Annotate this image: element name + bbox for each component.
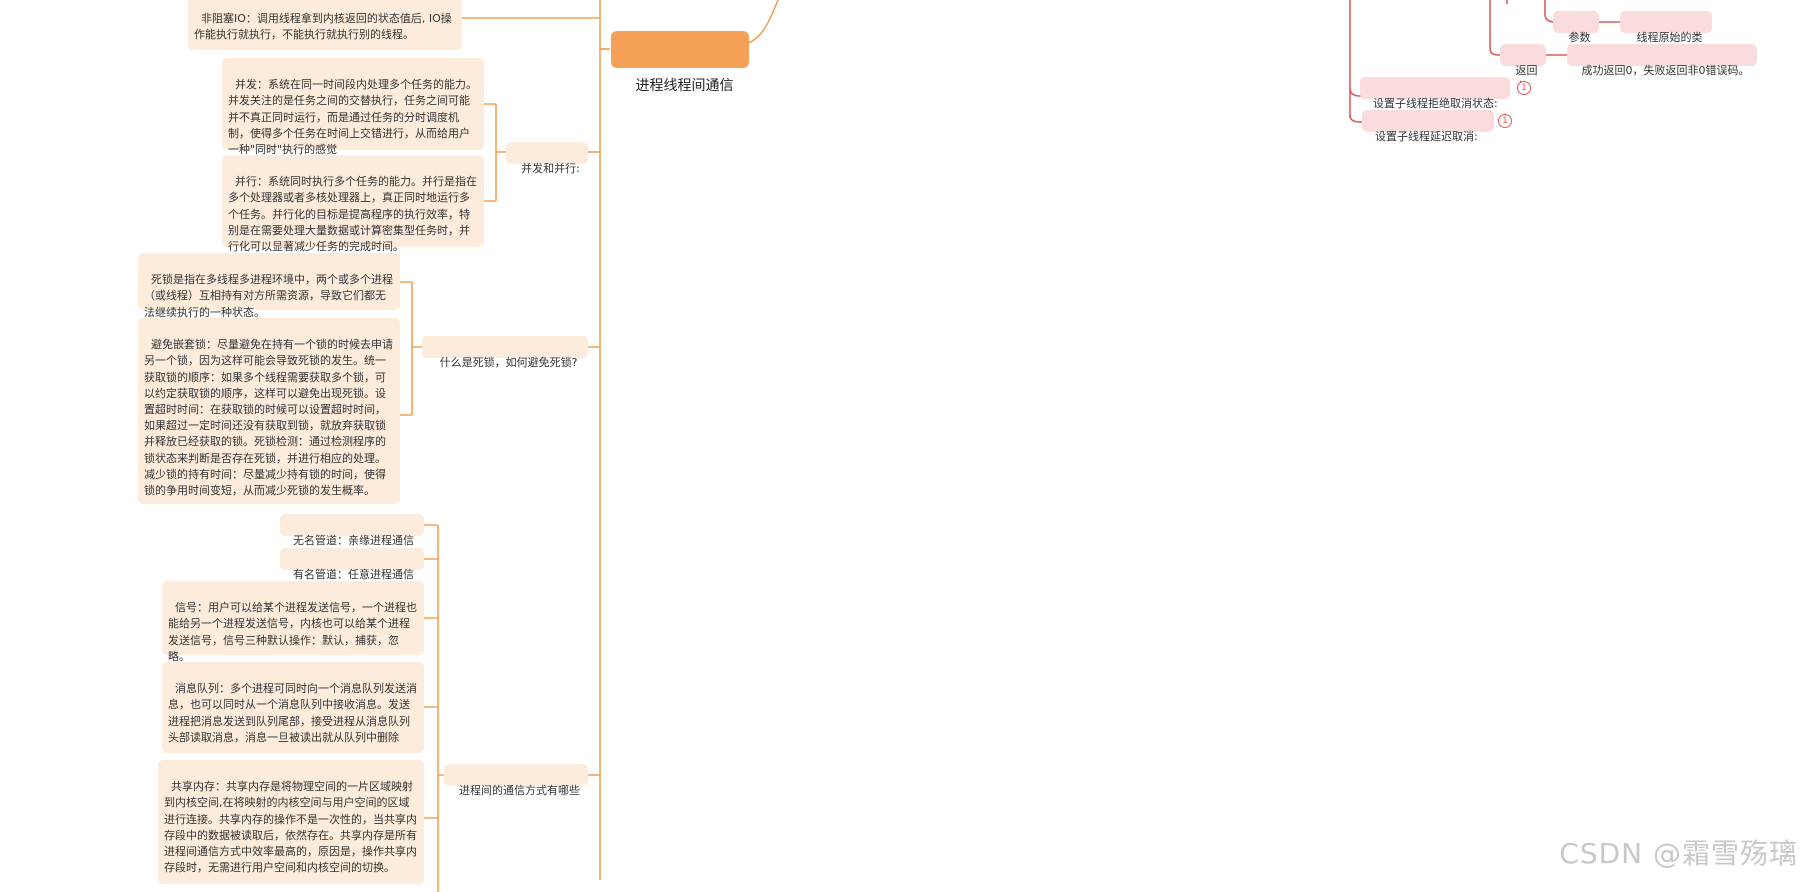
signal-text: 信号：用户可以给某个进程发送信号，一个进程也能给另一个进程发送信号，内核也可以给… [168,601,417,663]
cancel-deferred-badge[interactable]: 1 [1498,114,1512,128]
deadlock-branch-label: 什么是死锁，如何避免死锁? [439,356,578,370]
nonblocking-io-text: 非阻塞IO：调用线程拿到内核返回的状态值后, IO操作能执行就执行，不能执行就执… [194,12,452,42]
central-topic-label: 进程线程间通信 [635,78,734,94]
concurrency-branch-node[interactable]: 并发和并行: [506,142,588,175]
cancel-state-text: 设置子线程拒绝取消状态: [1373,97,1498,111]
named-pipe-text: 有名管道：任意进程通信 [293,568,414,582]
cancel-state-node[interactable]: 设置子线程拒绝取消状态: [1360,77,1510,110]
message-queue-text: 消息队列：多个进程可同时向一个消息队列发送消息，也可以同时从一个消息队列中接收消… [168,682,417,744]
watermark-text: CSDN @霜雪殇璃 [1559,837,1798,870]
cancel-state-badge[interactable]: 1 [1517,81,1531,95]
return-label-node[interactable]: 返回值 [1500,44,1546,93]
deadlock-avoidance-text: 避免嵌套锁：尽量避免在持有一个锁的时候去申请另一个锁，因为这样可能会导致死锁的发… [144,338,393,498]
cancel-state-badge-text: 1 [1521,83,1527,93]
ipc-branch-node[interactable]: 进程间的通信方式有哪些 [444,764,588,797]
concurrent-definition-node[interactable]: 并发：系统在同一时间段内处理多个任务的能力。并发关注的是任务之间的交替执行，任务… [222,58,484,156]
parallel-definition-node[interactable]: 并行：系统同时执行多个任务的能力。并行是指在多个处理器或者多核处理器上，真正同时… [222,155,484,253]
unnamed-pipe-text: 无名管道：亲缘进程通信 [293,534,414,548]
return-value-node[interactable]: 成功返回0，失败返回非0错误码。 [1567,44,1757,77]
cancel-deferred-node[interactable]: 设置子线程延迟取消: [1362,110,1494,143]
csdn-watermark: CSDN @霜雪殇璃 [1559,832,1798,872]
param2-value-node[interactable]: 线程原始的类型 [1620,11,1712,60]
deadlock-definition-node[interactable]: 死锁是指在多线程多进程环境中，两个或多个进程（或线程）互相持有对方所需资源，导致… [138,253,400,319]
return-value-text: 成功返回0，失败返回非0错误码。 [1581,64,1750,78]
message-queue-node[interactable]: 消息队列：多个进程可同时向一个消息队列发送消息，也可以同时从一个消息队列中接收消… [162,662,424,753]
named-pipe-node[interactable]: 有名管道：任意进程通信 [280,548,424,581]
central-topic-node[interactable]: 进程线程间通信 [611,31,749,94]
ipc-branch-label: 进程间的通信方式有哪些 [459,784,580,798]
nonblocking-io-node[interactable]: 非阻塞IO：调用线程拿到内核返回的状态值后, IO操作能执行就执行，不能执行就执… [188,0,462,50]
deadlock-branch-node[interactable]: 什么是死锁，如何避免死锁? [422,336,588,369]
deadlock-avoidance-node[interactable]: 避免嵌套锁：尽量避免在持有一个锁的时候去申请另一个锁，因为这样可能会导致死锁的发… [138,318,400,504]
concurrent-definition-text: 并发：系统在同一时间段内处理多个任务的能力。并发关注的是任务之间的交替执行，任务… [228,78,477,157]
param2-label-node[interactable]: 参数2 [1553,11,1599,60]
cancel-deferred-badge-text: 1 [1502,116,1508,126]
signal-node[interactable]: 信号：用户可以给某个进程发送信号，一个进程也能给另一个进程发送信号，内核也可以给… [162,581,424,663]
concurrency-branch-label: 并发和并行: [521,162,580,176]
shared-memory-text: 共享内存：共享内存是将物理空间的一片区域映射到内核空间,在将映射的内核空间与用户… [164,780,417,875]
unnamed-pipe-node[interactable]: 无名管道：亲缘进程通信 [280,514,424,547]
shared-memory-node[interactable]: 共享内存：共享内存是将物理空间的一片区域映射到内核空间,在将映射的内核空间与用户… [158,760,424,884]
parallel-definition-text: 并行：系统同时执行多个任务的能力。并行是指在多个处理器或者多核处理器上，真正同时… [228,175,477,254]
cancel-deferred-text: 设置子线程延迟取消: [1375,130,1478,144]
deadlock-definition-text: 死锁是指在多线程多进程环境中，两个或多个进程（或线程）互相持有对方所需资源，导致… [144,273,393,319]
